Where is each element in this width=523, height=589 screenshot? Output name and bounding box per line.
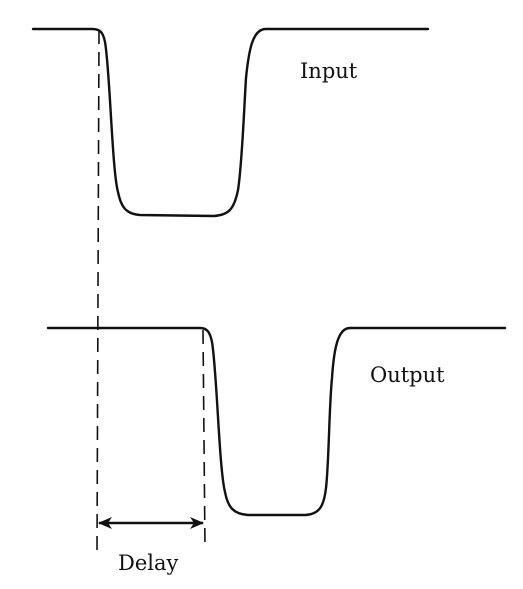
delay-end-dashed-line <box>202 329 206 551</box>
delay-start-dashed-line <box>96 29 100 551</box>
output-label: Output <box>370 363 445 387</box>
input-waveform <box>31 27 430 218</box>
output-waveform <box>46 326 507 517</box>
delay-label: Delay <box>118 551 179 575</box>
input-label: Input <box>300 59 358 83</box>
